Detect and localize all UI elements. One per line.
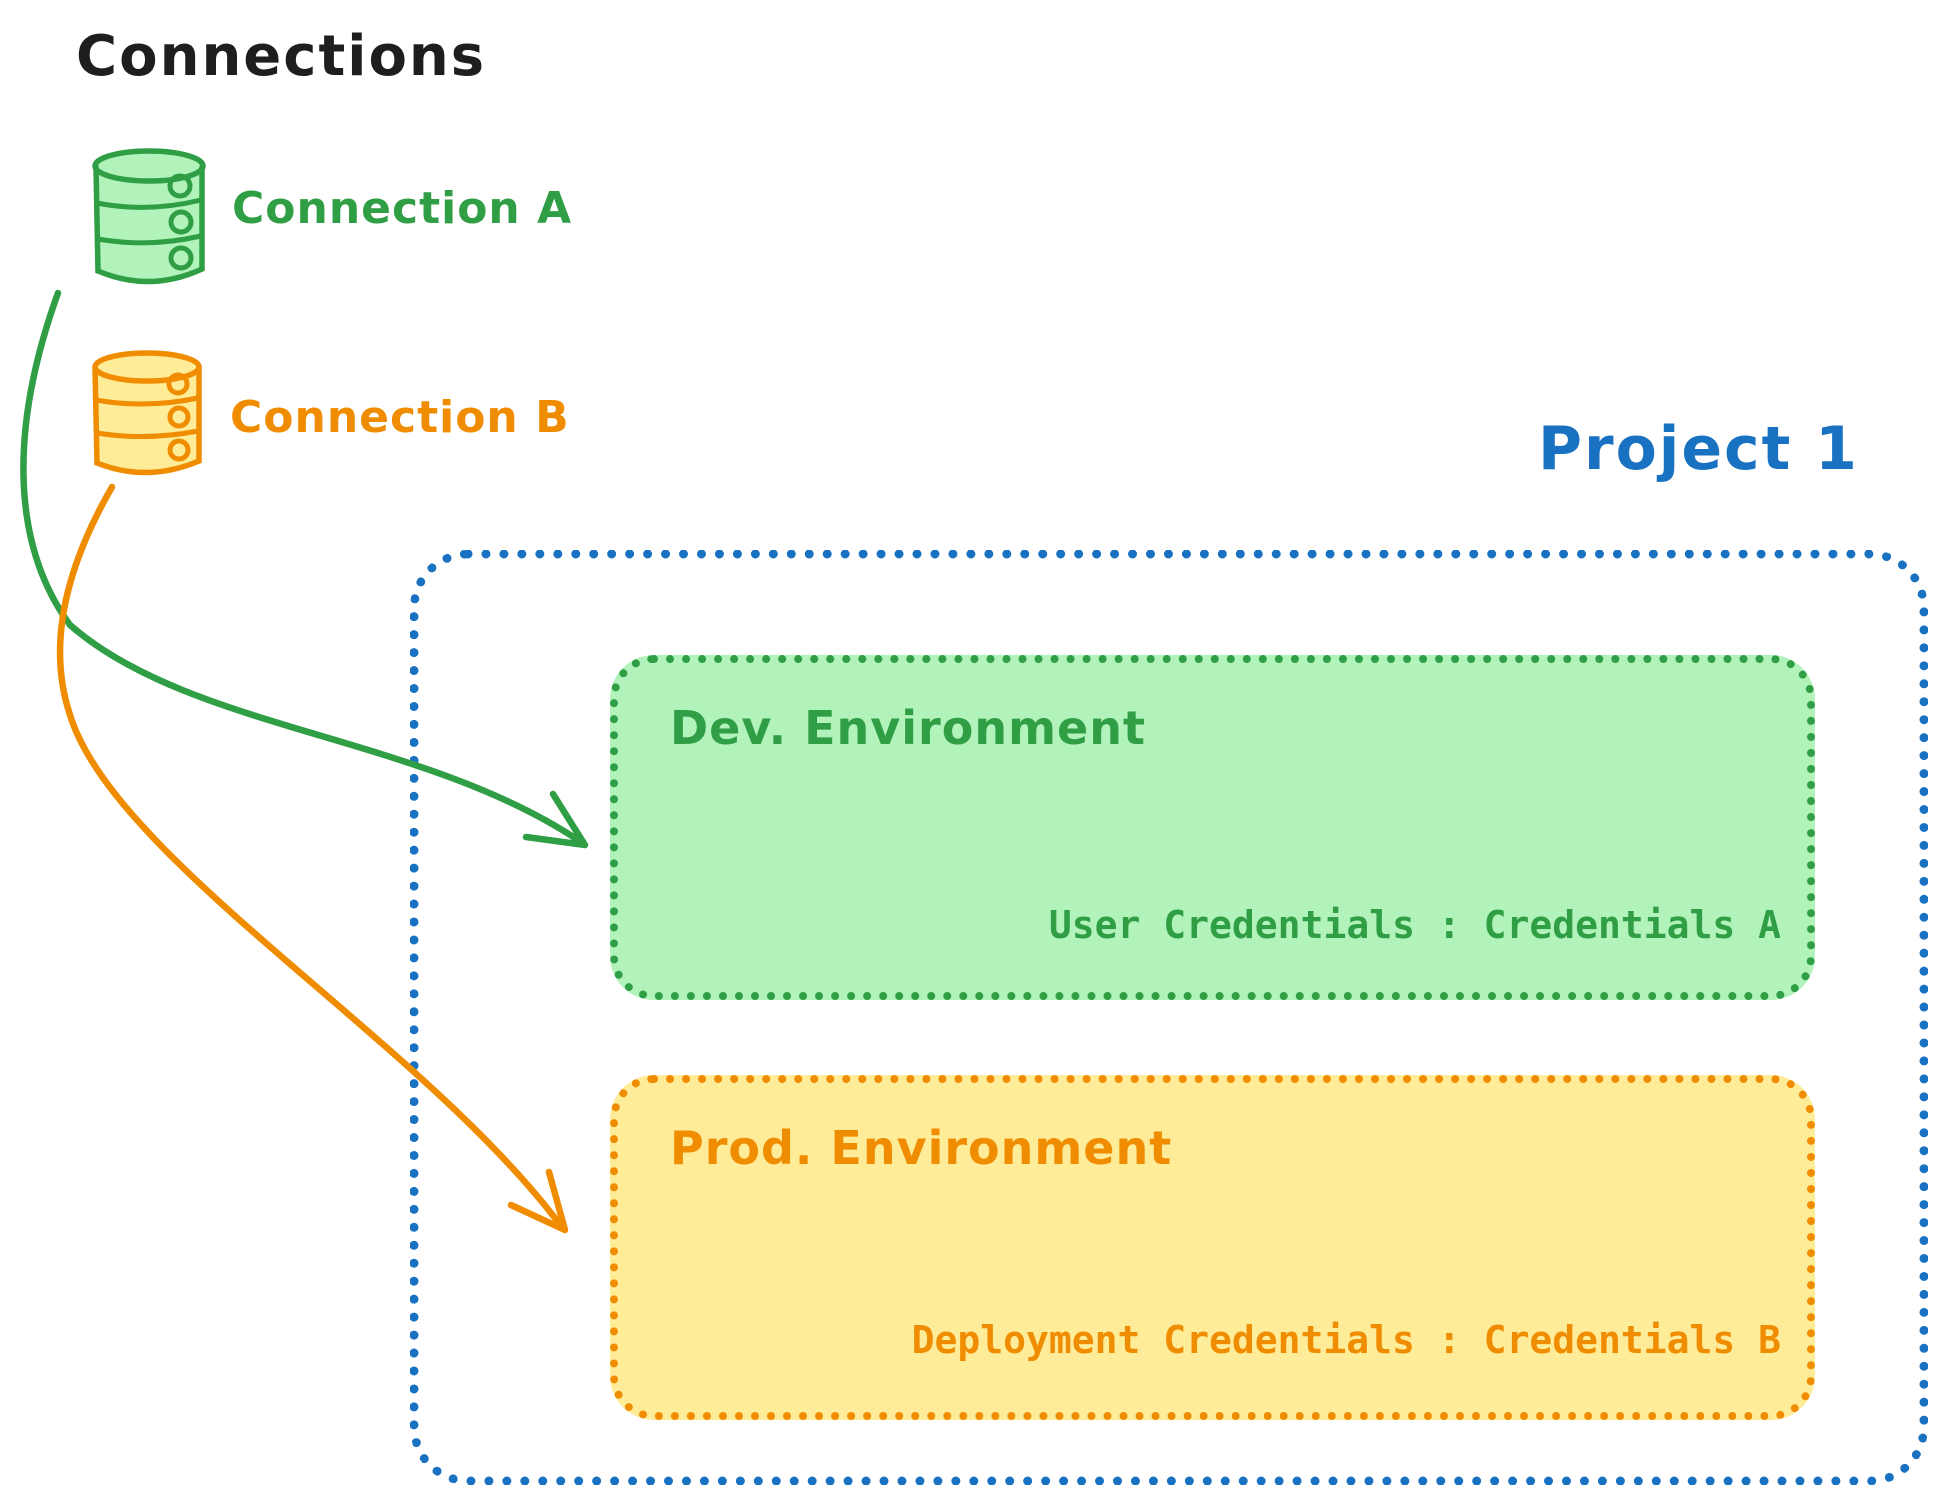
- dev-environment-box: Dev. Environment User Credentials : Cred…: [610, 655, 1815, 1000]
- database-icon: [92, 148, 206, 285]
- connection-b-label: Connection B: [230, 392, 570, 443]
- prod-environment-box: Prod. Environment Deployment Credentials…: [610, 1075, 1815, 1420]
- prod-environment-title: Prod. Environment: [670, 1121, 1173, 1175]
- database-icon: [92, 350, 202, 476]
- dev-credentials-text: User Credentials : Credentials A: [1048, 903, 1781, 947]
- project-title: Project 1: [1538, 414, 1859, 484]
- prod-credentials-text: Deployment Credentials : Credentials B: [911, 1318, 1781, 1362]
- diagram-title: Connections: [76, 24, 487, 89]
- dev-environment-title: Dev. Environment: [670, 701, 1146, 755]
- connection-a-label: Connection A: [232, 183, 573, 234]
